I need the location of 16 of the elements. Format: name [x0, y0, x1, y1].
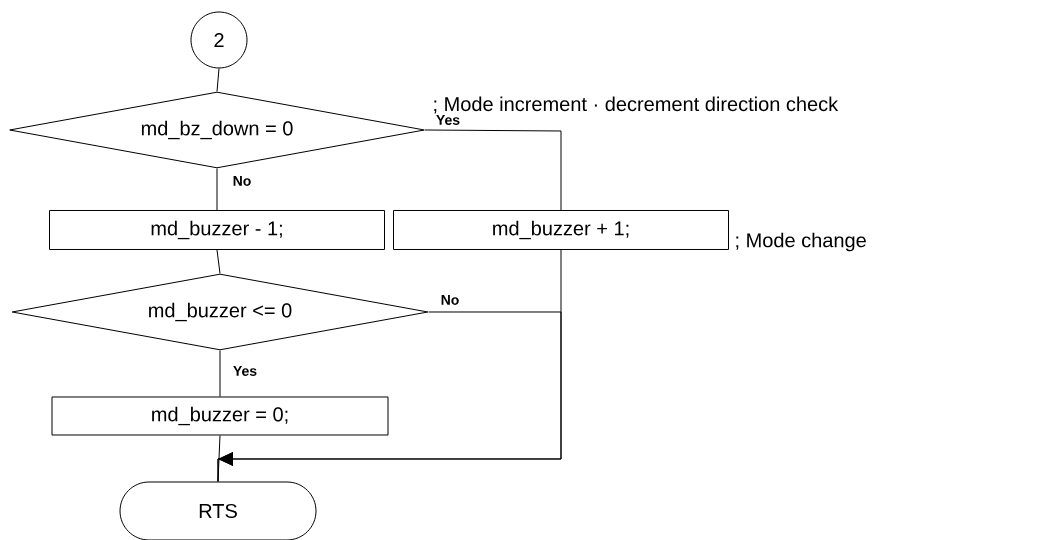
connector-line [216, 249, 221, 274]
connector-line [216, 168, 218, 211]
process-box: md_buzzer - 1; [49, 210, 385, 250]
edge-label: No [233, 176, 251, 186]
connector-line [216, 68, 220, 92]
note-text: ; Mode increment · decrement direction check [434, 96, 839, 114]
connector-line [217, 435, 221, 482]
process-box: md_buzzer + 1; [393, 210, 729, 250]
edge-label: Yes [436, 115, 460, 125]
connector-line [219, 350, 221, 397]
connector-line [424, 129, 562, 211]
edge-label: No [441, 295, 459, 305]
edge-label: Yes [233, 366, 257, 376]
process-box: md_buzzer = 0; [51, 396, 389, 436]
note-text: ; Mode change [736, 232, 866, 252]
terminal-box: RTS [119, 481, 317, 540]
